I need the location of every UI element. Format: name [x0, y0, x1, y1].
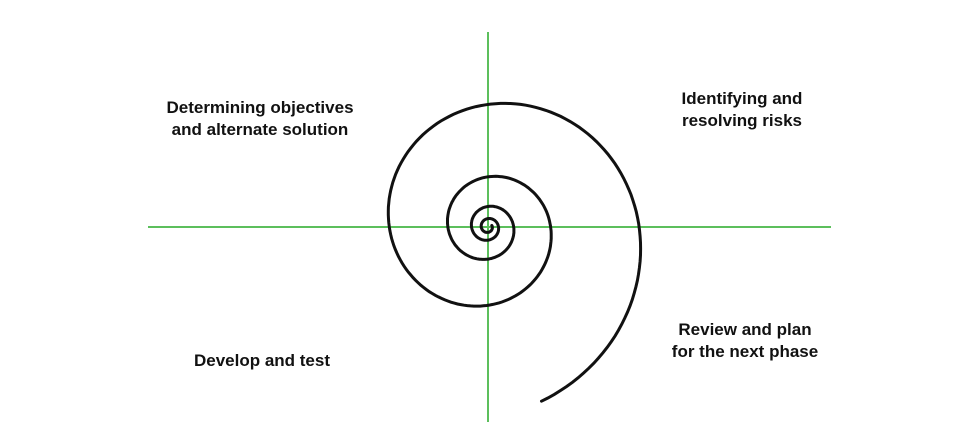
spiral-curve — [386, 101, 643, 403]
label-line: Develop and test — [193, 351, 331, 370]
label-determining-objectives: Determining objectives and alternate sol… — [145, 97, 375, 141]
label-develop-test: Develop and test — [162, 350, 362, 372]
label-line: resolving risks — [681, 111, 802, 130]
label-identifying-risks: Identifying and resolving risks — [642, 88, 842, 132]
label-line: and alternate solution — [171, 120, 349, 139]
label-line: Review and plan — [678, 320, 812, 339]
label-line: Identifying and — [681, 89, 803, 108]
label-line: Determining objectives — [166, 98, 354, 117]
label-review-plan: Review and plan for the next phase — [640, 319, 850, 363]
label-line: for the next phase — [671, 342, 819, 361]
